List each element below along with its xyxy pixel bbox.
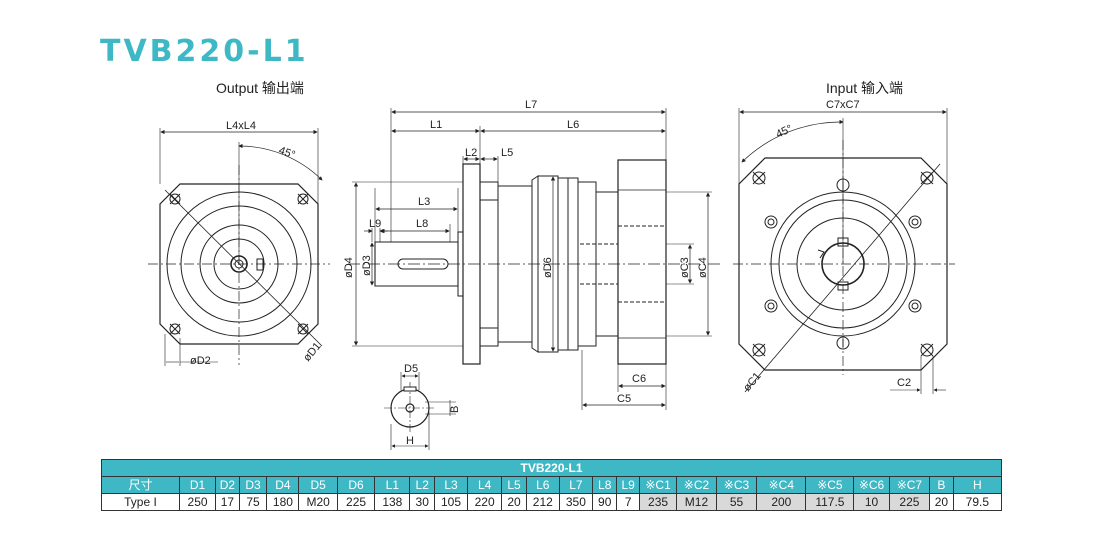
input-view [733,108,955,394]
spec-cell: 180 [266,493,300,511]
spec-cell: 20 [929,493,954,511]
spec-col-header: D3 [238,476,268,494]
spec-col-header: ※C3 [715,476,758,494]
spec-col-header: ※C7 [888,476,931,494]
dim-L2: L2 [465,147,477,159]
spec-col-header: L1 [374,476,411,494]
spec-cell: M12 [676,493,717,511]
spec-col-header: B [929,476,954,494]
spec-cell: 17 [215,493,240,511]
spec-col-header: L8 [591,476,618,494]
spec-col-header: D2 [215,476,240,494]
dim-C6: C6 [632,373,646,385]
spec-cell: 90 [591,493,618,511]
dim-L9: L9 [369,218,381,230]
dim-L1: L1 [430,119,442,131]
dim-C4: øC4 [697,257,709,278]
side-view [348,108,720,410]
spec-cell: 20 [501,493,527,511]
spec-cell: 30 [409,493,435,511]
spec-col-header: L9 [616,476,640,494]
spec-col-header: L2 [409,476,435,494]
dim-L7: L7 [525,99,537,111]
dim-L6: L6 [567,119,579,131]
dim-L4xL4: L4xL4 [226,120,256,132]
output-view [148,128,330,366]
spec-col-header: D6 [336,476,376,494]
dim-C2: C2 [897,377,911,389]
spec-col-header: H [952,476,1003,494]
output-label: Output 输出端 [216,80,304,96]
spec-col-header: D1 [178,476,217,494]
spec-col-header: L5 [501,476,527,494]
dim-L3: L3 [418,196,430,208]
spec-cell: 220 [467,493,503,511]
dim-B: B [449,406,461,413]
spec-table-header: TVB220-L1 [101,459,1002,477]
spec-col-header: ※C1 [638,476,678,494]
spec-cell: 250 [178,493,217,511]
spec-col-header: ※C4 [756,476,807,494]
dim-L8: L8 [416,218,428,230]
spec-cell: 225 [888,493,931,511]
dim-C5: C5 [617,393,631,405]
spec-col-header: L3 [433,476,469,494]
spec-cell: 225 [336,493,376,511]
spec-col-header: D5 [298,476,338,494]
dim-D3: øD3 [361,255,373,276]
spec-cell: 200 [756,493,807,511]
spec-cell: 79.5 [952,493,1003,511]
spec-col-header: ※C5 [805,476,855,494]
input-label: Input 输入端 [826,80,904,96]
spec-col-header: L4 [467,476,503,494]
dim-D5: D5 [404,363,418,375]
dim-angle-input: 45° [774,123,794,141]
shaft-key-detail [384,372,456,450]
spec-cell: 10 [853,493,890,511]
spec-cell: M20 [298,493,338,511]
dim-D6: øD6 [542,257,554,278]
spec-cell: 138 [374,493,411,511]
dim-H: H [406,435,414,447]
spec-col-header: L7 [558,476,593,494]
dim-angle-output: 45° [277,145,297,162]
spec-cell: 350 [558,493,593,511]
spec-col-header: D4 [266,476,300,494]
spec-cell: 117.5 [805,493,855,511]
page-title: TVB220-L1 [100,34,309,69]
spec-cell: Type I [101,493,180,511]
dim-C7xC7: C7xC7 [826,99,860,111]
spec-col-header: 尺寸 [101,476,180,494]
spec-cell: 105 [433,493,469,511]
dim-D2: øD2 [190,355,211,367]
spec-cell: 7 [616,493,640,511]
spec-col-header: ※C2 [676,476,717,494]
technical-drawing: L4xL4 45° øD2 øD1 [148,99,955,450]
spec-cell: 212 [525,493,560,511]
dim-D4: øD4 [343,257,355,278]
spec-cell: 235 [638,493,678,511]
dim-L5: L5 [501,147,513,159]
dim-C3: øC3 [679,257,691,278]
spec-cell: 55 [715,493,758,511]
spec-cell: 75 [238,493,268,511]
spec-col-header: ※C6 [853,476,890,494]
spec-col-header: L6 [525,476,560,494]
